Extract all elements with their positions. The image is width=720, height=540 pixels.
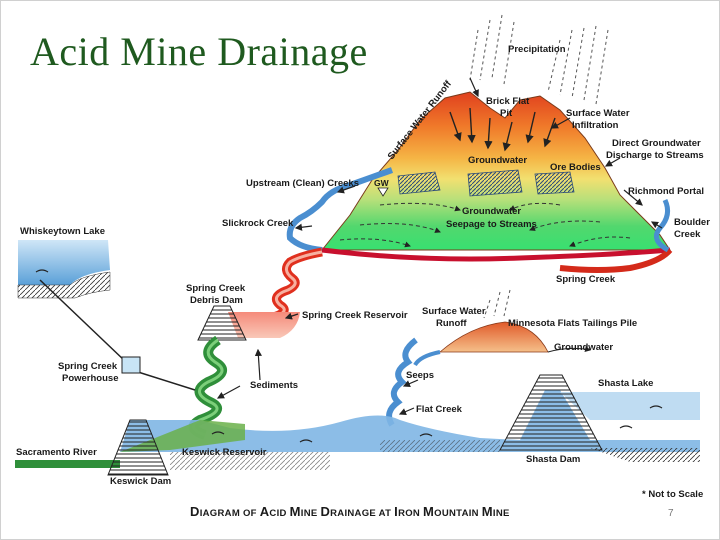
caption-part: I: [394, 504, 398, 519]
iron-mountain: [320, 91, 671, 262]
minnesota-flats-tailings-pile: [413, 289, 591, 367]
whiskeytown-lake: [17, 240, 111, 299]
caption-part: OUNTAIN: [434, 508, 482, 519]
label-precipitation: Precipitation: [508, 44, 566, 55]
label-boulder-creek-1: Boulder: [674, 217, 710, 228]
ore-bodies: [397, 169, 575, 197]
label-ore-bodies: Ore Bodies: [550, 162, 601, 173]
diagram-caption: DIAGRAM OF ACID MINE DRAINAGE AT IRON MO…: [190, 504, 510, 519]
spring-creek-debris-dam: [197, 305, 247, 341]
spring-creek-powerhouse: [39, 279, 196, 391]
label-runoff-lower-2: Runoff: [436, 318, 467, 329]
caption-part: D: [320, 504, 330, 519]
label-seeps: Seeps: [406, 370, 434, 381]
label-debris-dam-1: Spring Creek: [186, 283, 246, 294]
label-spring-creek: Spring Creek: [556, 274, 616, 285]
label-not-to-scale: * Not to Scale: [642, 489, 703, 500]
caption-part: CID: [269, 508, 289, 519]
label-debris-dam-2: Debris Dam: [190, 295, 243, 306]
label-gw: GW: [374, 178, 390, 188]
boulder-creek-stream: [653, 198, 671, 253]
flat-creek-stream: [386, 337, 418, 427]
shasta-dam: [499, 374, 603, 451]
caption-part: INE: [301, 508, 321, 519]
label-gw-seepage-2: Seepage to Streams: [446, 219, 537, 230]
label-boulder-creek-2: Creek: [674, 229, 701, 240]
caption-part: IAGRAM OF: [200, 508, 260, 519]
label-groundwater-upper: Groundwater: [468, 155, 527, 166]
precipitation-streaks: [469, 14, 609, 105]
label-infiltration-2: Infiltration: [572, 120, 619, 131]
label-shasta-lake: Shasta Lake: [598, 378, 653, 389]
label-powerhouse-1: Spring Creek: [58, 361, 118, 372]
caption-part: M: [290, 504, 301, 519]
gw-marker: [377, 187, 389, 197]
label-groundwater-lower: Groundwater: [554, 342, 613, 353]
label-keswick-reservoir: Keswick Reservoir: [182, 447, 267, 458]
groundwater-flow-lines: [339, 202, 631, 248]
upstream-creek: [286, 167, 394, 253]
caption-part: D: [190, 504, 200, 519]
label-infiltration-1: Surface Water: [566, 108, 630, 119]
caption-part: INE: [493, 508, 510, 519]
pointer-arrows: [216, 77, 663, 415]
page-number: 7: [668, 508, 674, 519]
label-powerhouse-2: Powerhouse: [62, 373, 119, 384]
label-runoff-lower-1: Surface Water: [422, 306, 486, 317]
label-direct-gw-2: Discharge to Streams: [606, 150, 704, 161]
fish-marks: [35, 269, 663, 443]
label-richmond-portal: Richmond Portal: [628, 186, 704, 197]
slide-title: Acid Mine Drainage: [30, 29, 368, 74]
caption-part: RON: [398, 508, 423, 519]
label-spring-creek-reservoir: Spring Creek Reservoir: [302, 310, 408, 321]
spring-creek-reservoir: [228, 312, 300, 338]
label-shasta-dam: Shasta Dam: [526, 454, 580, 465]
label-flat-creek: Flat Creek: [416, 404, 463, 415]
caption-part: M: [482, 504, 493, 519]
label-brick-flat-2: Pit: [500, 108, 513, 119]
label-sediments: Sediments: [250, 380, 298, 391]
label-tailings-pile: Minnesota Flats Tailings Pile: [508, 318, 637, 329]
keswick-dam: [107, 419, 169, 476]
label-slickrock-creek: Slickrock Creek: [222, 218, 294, 229]
label-brick-flat-1: Brick Flat: [486, 96, 530, 107]
label-direct-gw-1: Direct Groundwater: [612, 138, 701, 149]
caption-part: M: [423, 504, 434, 519]
label-gw-seepage-1: Groundwater: [462, 206, 521, 217]
caption-part: A: [260, 504, 270, 519]
caption-part: RAINAGE AT: [330, 508, 394, 519]
label-sacramento-river: Sacramento River: [16, 447, 97, 458]
label-upstream-creeks: Upstream (Clean) Creeks: [246, 178, 359, 189]
label-whiskeytown-lake: Whiskeytown Lake: [20, 226, 105, 237]
label-keswick-dam: Keswick Dam: [110, 476, 171, 487]
